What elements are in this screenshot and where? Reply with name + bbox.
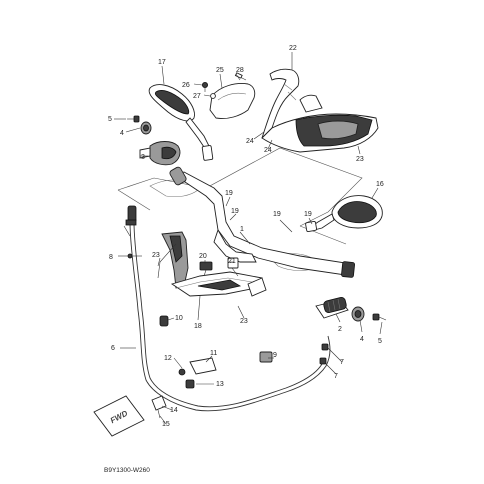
- leader-lines: [114, 52, 383, 425]
- callout-1: 1: [240, 226, 244, 233]
- callout-23-left: 23: [152, 252, 160, 259]
- callout-24-a: 24: [246, 138, 254, 145]
- end-bolt-left: [127, 115, 140, 123]
- callout-19-c: 19: [273, 211, 281, 218]
- callout-23-top: 23: [356, 156, 364, 163]
- callout-16: 16: [376, 181, 384, 188]
- callout-20: 20: [199, 253, 207, 260]
- left-handlebar-switch: [139, 141, 181, 166]
- callout-10: 10: [175, 315, 183, 322]
- drawing-code: B9Y1300-W260: [104, 467, 150, 474]
- callout-14: 14: [170, 407, 178, 414]
- callout-17: 17: [158, 59, 166, 66]
- left-rearview-mirror: [148, 84, 214, 161]
- callout-2: 2: [338, 326, 342, 333]
- brake-lever-left: [157, 231, 189, 289]
- clip-9: [259, 351, 273, 363]
- callout-3: 3: [141, 154, 145, 161]
- grip-end-right: [351, 306, 365, 322]
- callout-11: 11: [210, 350, 217, 357]
- callout-4-left: 4: [120, 130, 124, 137]
- holder-11-12: [178, 357, 217, 389]
- fwd-direction-tag: FWD: [93, 395, 145, 437]
- nut-27: [210, 93, 216, 99]
- end-bolt-right: [372, 313, 387, 321]
- throttle-grip: [315, 296, 349, 319]
- callout-7-a: 7: [340, 359, 344, 366]
- handlebar: [169, 166, 356, 278]
- cable-clamp-8: [127, 253, 142, 259]
- grip-end-left: [140, 121, 152, 135]
- right-rearview-mirror: [305, 195, 383, 233]
- callout-15: 15: [162, 421, 170, 428]
- callout-4-right: 4: [360, 336, 364, 343]
- upper-handlebar-cover: [261, 68, 379, 153]
- lower-cover-18: [170, 271, 263, 297]
- throttle-cable: [123, 205, 331, 412]
- callout-23-lower: 23: [240, 318, 248, 325]
- callout-21: 21: [228, 258, 236, 265]
- callout-27: 27: [193, 93, 201, 100]
- clip-7: [319, 343, 329, 365]
- callout-5-left: 5: [108, 116, 112, 123]
- callout-24-b: 24: [264, 147, 272, 154]
- callout-7-b: 7: [334, 373, 338, 380]
- callout-13: 13: [216, 381, 224, 388]
- callout-8: 8: [109, 254, 113, 261]
- callout-9: 9: [273, 352, 277, 359]
- callout-5-right: 5: [378, 338, 382, 345]
- callout-labels: 22 17 25 28 26 27 5 4 3 24 24 23 16 19 1…: [108, 45, 384, 428]
- callout-18: 18: [194, 323, 202, 330]
- callout-22: 22: [289, 45, 297, 52]
- meter-visor: [209, 83, 256, 119]
- guide-10: [159, 315, 169, 327]
- callout-12: 12: [164, 355, 172, 362]
- callout-6: 6: [111, 345, 115, 352]
- screw-26: [201, 82, 208, 92]
- callout-19-a: 19: [225, 190, 233, 197]
- callout-26: 26: [182, 82, 190, 89]
- callout-28: 28: [236, 67, 244, 74]
- small-bracket-right: [247, 277, 267, 297]
- callout-25: 25: [216, 67, 224, 74]
- clamp-20-21: [199, 257, 239, 277]
- callout-19-b: 19: [231, 208, 239, 215]
- callout-19-d: 19: [304, 211, 312, 218]
